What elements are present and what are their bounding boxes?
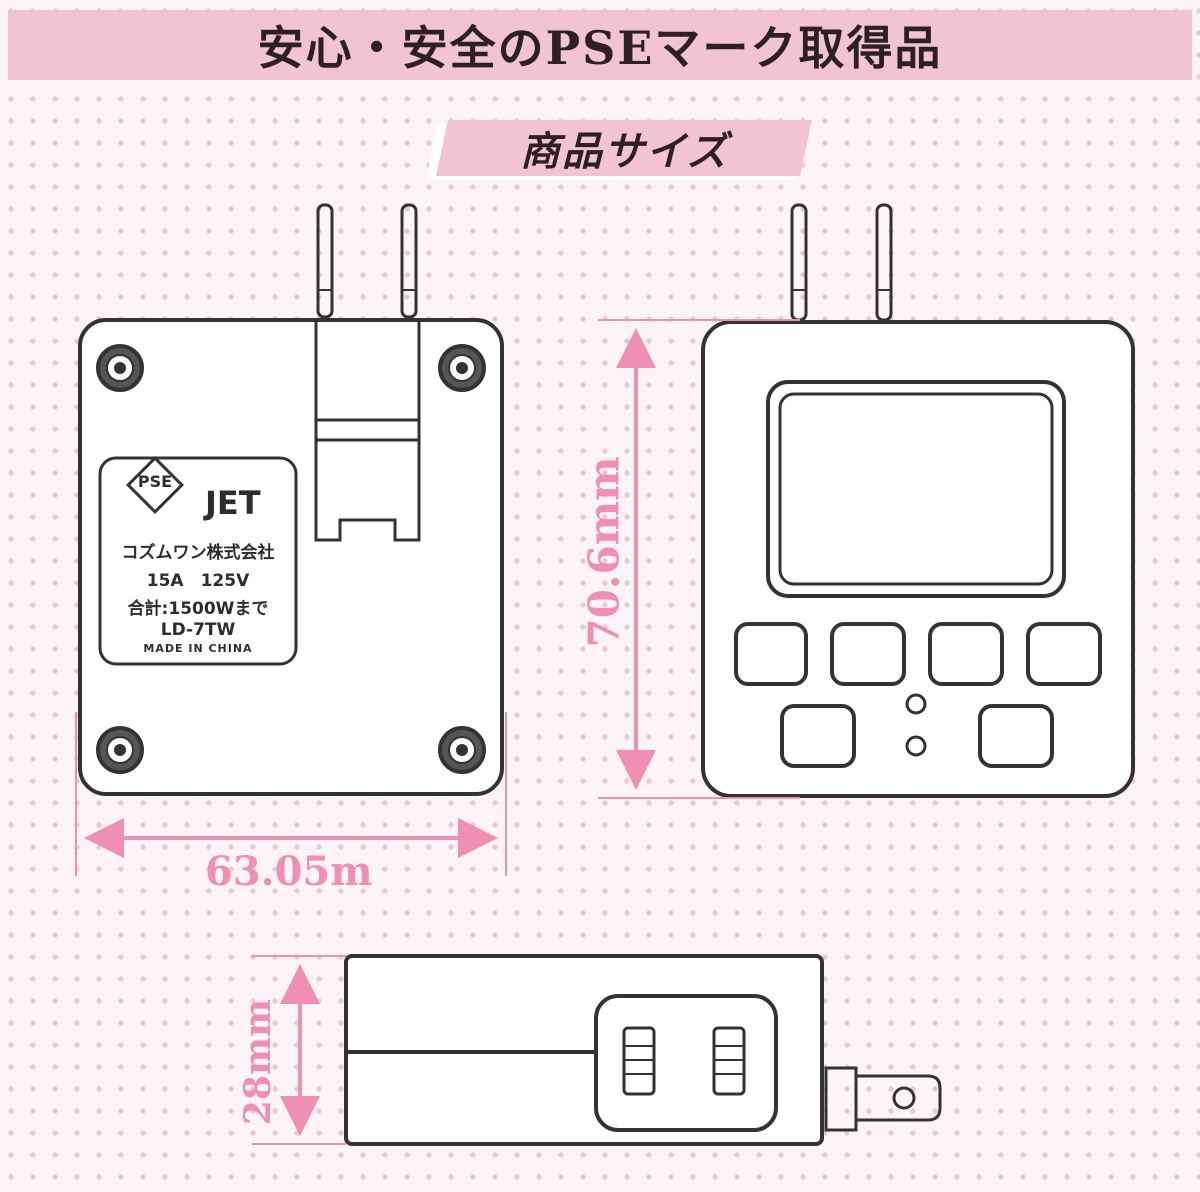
display-frame-inner [778, 392, 1054, 586]
front-view [701, 203, 1135, 798]
plug-recess [314, 322, 421, 542]
button-5 [780, 704, 856, 768]
height-label: 70.6mm [579, 456, 629, 648]
side-plug-base [824, 1066, 858, 1132]
button-1 [734, 622, 808, 686]
origin-text: MADE IN CHINA [143, 642, 253, 655]
indicator-led-1 [905, 693, 927, 715]
depth-label: 28mm [237, 998, 279, 1126]
indicator-led-2 [905, 735, 927, 757]
front-body [701, 320, 1135, 798]
display-frame-outer [766, 380, 1066, 598]
back-view [78, 203, 504, 796]
rating-text: 15A 125V [146, 571, 250, 591]
prong-front-left [790, 203, 808, 322]
pse-diamond [126, 456, 184, 514]
button-6 [978, 704, 1054, 768]
total-wattage-text: 合計:1500Wまで [127, 599, 269, 619]
screw-top-right [438, 344, 486, 392]
page-title: 安心・安全のPSEマーク取得品 [257, 21, 943, 75]
rating-label-plate [98, 456, 298, 666]
screw-bottom-left [96, 726, 144, 774]
side-plug-blade [856, 1074, 942, 1122]
button-2 [830, 622, 906, 686]
screw-top-left [96, 344, 144, 392]
certifier-text: JET [205, 484, 261, 522]
prong-right [400, 203, 418, 319]
plug-blade-hole [892, 1086, 916, 1110]
title-banner: 安心・安全のPSEマーク取得品 [8, 10, 1192, 80]
screw-bottom-right [438, 726, 486, 774]
prong-left [316, 203, 334, 319]
side-view [344, 954, 942, 1146]
width-label: 63.05m [205, 848, 373, 895]
depth-dimension [252, 955, 346, 1145]
button-3 [928, 622, 1004, 686]
company-text: コズムワン株式会社 [121, 543, 275, 563]
width-dimension [75, 712, 507, 876]
button-4 [1026, 622, 1102, 686]
pse-mark-text: PSE [137, 472, 173, 491]
model-text: LD-7TW [160, 620, 236, 640]
height-dimension [598, 319, 800, 799]
prong-front-right [875, 203, 893, 322]
